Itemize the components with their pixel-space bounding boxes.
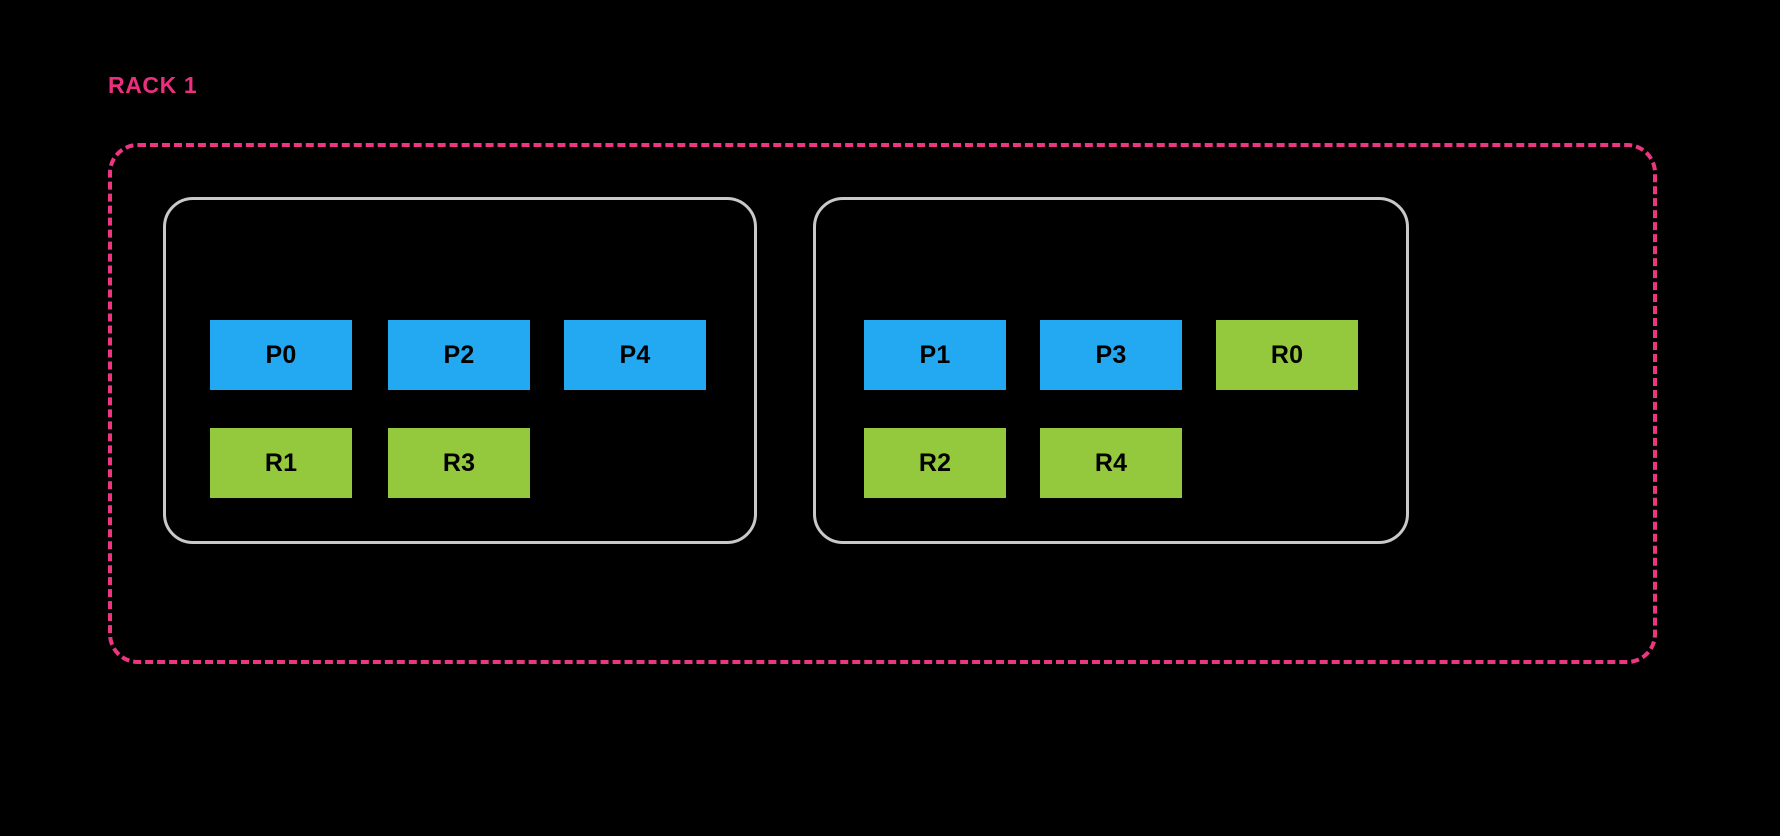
shard-p2[interactable]: P2 <box>388 320 530 390</box>
shard-p3[interactable]: P3 <box>1040 320 1182 390</box>
node-panel-a <box>163 197 757 544</box>
shard-r0[interactable]: R0 <box>1216 320 1358 390</box>
shard-p4[interactable]: P4 <box>564 320 706 390</box>
shard-p0[interactable]: P0 <box>210 320 352 390</box>
rack-label: RACK 1 <box>108 72 198 98</box>
shard-r4[interactable]: R4 <box>1040 428 1182 498</box>
shard-p1[interactable]: P1 <box>864 320 1006 390</box>
shard-r3[interactable]: R3 <box>388 428 530 498</box>
shard-r1[interactable]: R1 <box>210 428 352 498</box>
node-panel-b <box>813 197 1409 544</box>
rack-boundary <box>108 143 1657 664</box>
shard-r2[interactable]: R2 <box>864 428 1006 498</box>
